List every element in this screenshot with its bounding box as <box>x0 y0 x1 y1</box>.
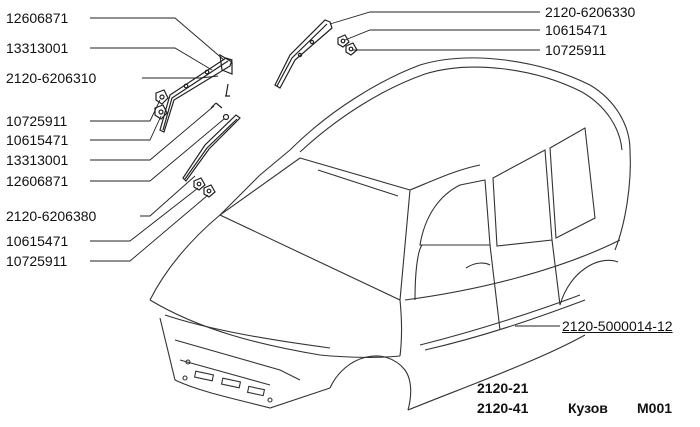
footer-title: Кузов <box>568 400 608 416</box>
footer-model-2: 2120-41 <box>477 400 529 416</box>
moulding-assembly-left <box>154 53 241 198</box>
part-label-left-10: 10725911 <box>6 253 68 269</box>
part-label-right-1: 2120-6206330 <box>545 4 636 20</box>
part-label-left-1: 12606871 <box>6 10 69 26</box>
part-label-left-4: 10725911 <box>6 113 68 129</box>
part-label-left-8: 2120-6206380 <box>6 208 97 224</box>
leader-lines <box>90 11 560 327</box>
car-body-illustration <box>149 57 631 411</box>
footer-code: M001 <box>637 400 673 416</box>
moulding-assembly-right <box>274 19 358 89</box>
part-label-left-3: 2120-6206310 <box>6 70 97 86</box>
part-label-right-3: 10725911 <box>545 42 607 58</box>
part-label-right-2: 10615471 <box>545 22 608 38</box>
part-label-left-5: 10615471 <box>6 132 69 148</box>
part-label-left-7: 12606871 <box>6 173 69 189</box>
part-label-left-6: 13313001 <box>6 152 69 168</box>
part-label-left-9: 10615471 <box>6 233 69 249</box>
part-label-left-2: 13313001 <box>6 40 69 56</box>
assembly-label: 2120-5000014-12 <box>562 318 673 334</box>
footer-model-1: 2120-21 <box>477 380 529 396</box>
